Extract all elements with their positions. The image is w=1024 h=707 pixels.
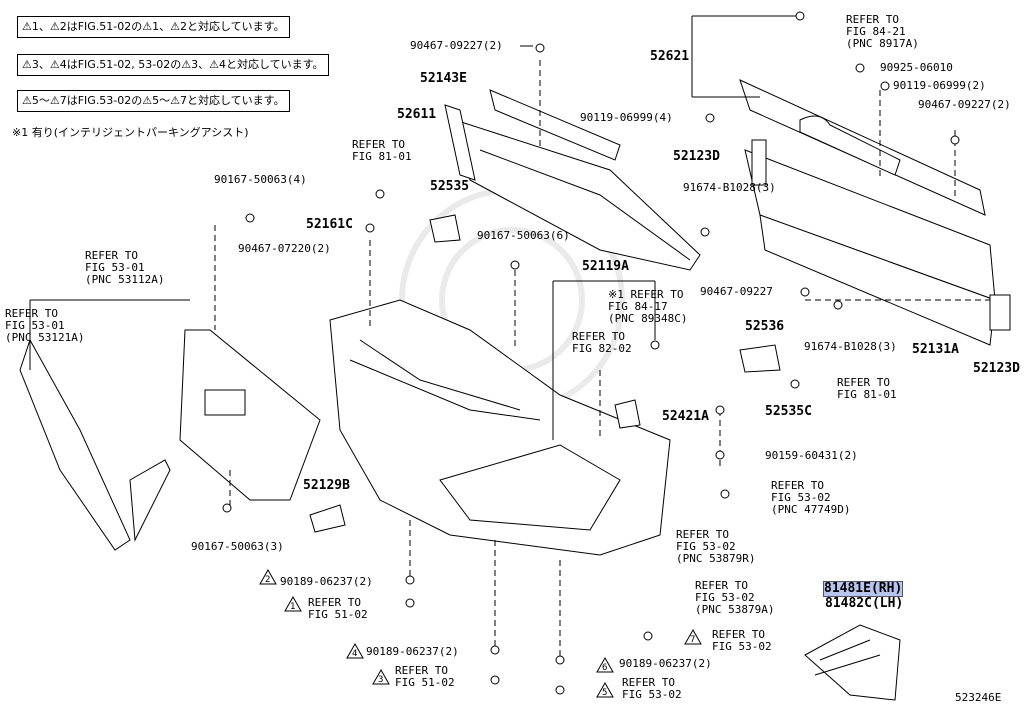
note-3: ⚠5〜⚠7はFIG.53-02の⚠5〜⚠7と対応しています。	[17, 90, 290, 112]
bolt-91674-B1028-a[interactable]: 91674-B1028(3)	[683, 181, 776, 194]
warning-triangles	[259, 568, 702, 698]
part-52123D-top[interactable]: 52123D	[673, 149, 720, 164]
bolt-90167-50063-b[interactable]: 90167-50063(6)	[477, 229, 570, 242]
bolt-90189-06237-b[interactable]: 90189-06237(2)	[366, 645, 459, 658]
note-1: ⚠1、⚠2はFIG.51-02の⚠1、⚠2と対応しています。	[17, 16, 290, 38]
ref-fig-81-01-a[interactable]: REFER TO FIG 81-01	[352, 138, 412, 163]
warn-mark-3: 3	[378, 675, 384, 685]
warn-mark-6: 6	[602, 663, 608, 673]
ref-fig-53-02-b[interactable]: REFER TO FIG 53-02 (PNC 53879R)	[676, 528, 756, 565]
part-52129B[interactable]: 52129B	[303, 478, 350, 493]
part-52535C[interactable]: 52535C	[765, 404, 812, 419]
part-81481E-highlighted[interactable]: 81481E(RH)	[823, 581, 904, 597]
note-2: ⚠3、⚠4はFIG.51-02, 53-02の⚠3、⚠4と対応しています。	[17, 54, 329, 76]
bolt-90467-09227-a[interactable]: 90467-09227(2)	[410, 39, 503, 52]
figure-id: 523246E	[955, 691, 1002, 704]
ref-fig-51-02-a[interactable]: REFER TO FIG 51-02	[308, 596, 368, 621]
bolt-90925-06010[interactable]: 90925-06010	[880, 61, 953, 74]
part-52123D-right[interactable]: 52123D	[973, 361, 1020, 376]
part-52161C[interactable]: 52161C	[306, 217, 353, 232]
fastener-icons	[222, 11, 960, 695]
footnote: ※1 有り(インテリジェントパーキングアシスト)	[12, 126, 249, 139]
part-52621[interactable]: 52621	[650, 49, 690, 64]
solid-leaders	[29, 15, 800, 440]
bolt-91674-B1028-b[interactable]: 91674-B1028(3)	[804, 340, 897, 353]
energy-absorber	[444, 89, 701, 271]
ref-fig-84-17[interactable]: ※1 REFER TO FIG 84-17 (PNC 89348C)	[608, 288, 688, 325]
bolt-90119-06999-a[interactable]: 90119-06999(4)	[580, 111, 673, 124]
ref-fig-53-02-a[interactable]: REFER TO FIG 53-02 (PNC 47749D)	[771, 479, 851, 516]
warn-mark-5: 5	[602, 688, 608, 698]
ref-fig-82-02[interactable]: REFER TO FIG 82-02	[572, 330, 632, 355]
bumper-cover	[329, 299, 671, 556]
bolt-90467-07220[interactable]: 90467-07220(2)	[238, 242, 331, 255]
part-52536[interactable]: 52536	[745, 319, 785, 334]
bolt-90167-50063-a[interactable]: 90167-50063(4)	[214, 173, 307, 186]
warn-mark-7: 7	[690, 635, 696, 645]
part-52143E[interactable]: 52143E	[420, 71, 467, 86]
warn-mark-4: 4	[352, 649, 358, 659]
ref-fig-53-02-d[interactable]: REFER TO FIG 53-02	[712, 628, 772, 653]
bolt-90189-06237-a[interactable]: 90189-06237(2)	[280, 575, 373, 588]
warn-mark-1: 1	[290, 602, 296, 612]
warn-mark-2: 2	[265, 575, 271, 585]
bolt-90119-06999-b[interactable]: 90119-06999(2)	[893, 79, 986, 92]
ref-fig-53-02-c[interactable]: REFER TO FIG 53-02 (PNC 53879A)	[695, 579, 775, 616]
bolt-90467-09227-c[interactable]: 90467-09227	[700, 285, 773, 298]
part-52535[interactable]: 52535	[430, 179, 470, 194]
upper-support	[739, 79, 986, 216]
part-81482C[interactable]: 81482C(LH)	[825, 596, 904, 611]
part-52131A[interactable]: 52131A	[912, 342, 959, 357]
part-52421A[interactable]: 52421A	[662, 409, 709, 424]
ref-fig-53-02-e[interactable]: REFER TO FIG 53-02	[622, 676, 682, 701]
bolt-90189-06237-c[interactable]: 90189-06237(2)	[619, 657, 712, 670]
bolt-90467-09227-b[interactable]: 90467-09227(2)	[918, 98, 1011, 111]
grille-parts	[19, 329, 321, 551]
ref-fig-53-01-b[interactable]: REFER TO FIG 53-01 (PNC 53121A)	[5, 307, 85, 344]
part-52611[interactable]: 52611	[397, 107, 437, 122]
part-52119A[interactable]: 52119A	[582, 259, 629, 274]
bumper-reinforcement	[744, 149, 1011, 346]
ref-fig-51-02-b[interactable]: REFER TO FIG 51-02	[395, 664, 455, 689]
leader-lines	[214, 60, 990, 660]
ref-fig-84-21[interactable]: REFER TO FIG 84-21 (PNC 8917A)	[846, 13, 919, 50]
ref-fig-53-01-a[interactable]: REFER TO FIG 53-01 (PNC 53112A)	[85, 249, 165, 286]
ref-fig-81-01-b[interactable]: REFER TO FIG 81-01	[837, 376, 897, 401]
bolt-90159-60431[interactable]: 90159-60431(2)	[765, 449, 858, 462]
small-parts	[309, 214, 901, 701]
bolt-90167-50063-c[interactable]: 90167-50063(3)	[191, 540, 284, 553]
